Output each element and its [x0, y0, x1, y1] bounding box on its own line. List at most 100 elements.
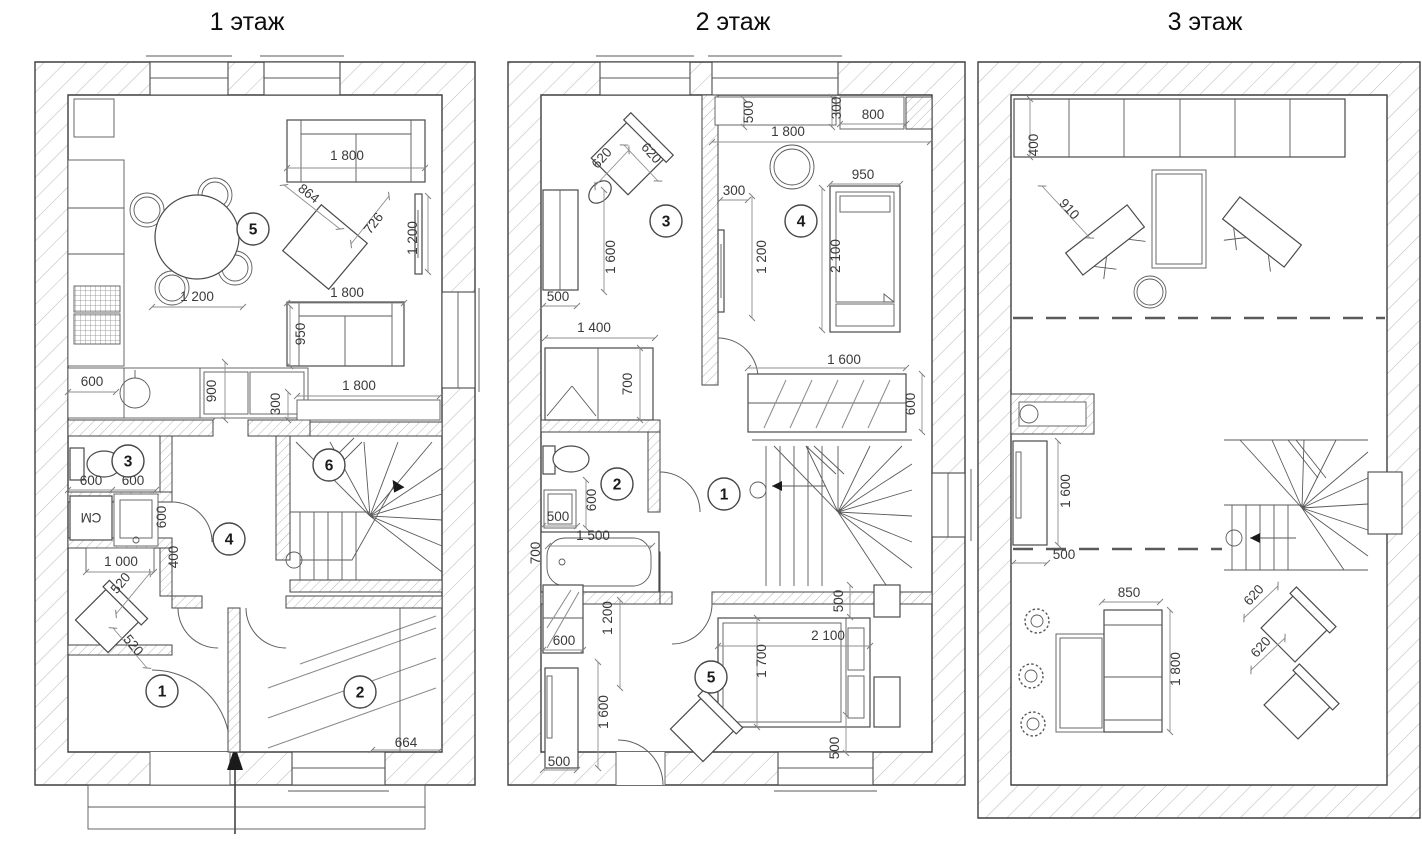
porch-steps — [87, 784, 426, 830]
dimension-lines — [64, 164, 444, 754]
floor-plan-2: 2 этаж — [507, 8, 972, 792]
desk — [1012, 440, 1048, 546]
tv-panel — [414, 193, 423, 275]
chair-icon — [158, 274, 186, 302]
tv-panel — [717, 229, 725, 313]
dim-label: 864 — [295, 181, 322, 207]
dim-label: 600 — [903, 393, 918, 416]
bed — [829, 185, 901, 333]
pouf — [1133, 275, 1167, 309]
dim-label: 1 200 — [754, 240, 769, 274]
sofa — [1103, 609, 1163, 733]
wardrobe-hatched — [542, 584, 584, 654]
stair-direction-arrow — [392, 479, 405, 493]
closet — [544, 347, 654, 421]
armchair — [1263, 663, 1340, 740]
dim-label: 600 — [154, 506, 169, 529]
dim-label: 2 100 — [811, 628, 845, 643]
dim-label: 800 — [862, 107, 885, 122]
sofa — [286, 119, 426, 183]
staircase — [1224, 439, 1369, 571]
dim-label: 500 — [741, 101, 756, 124]
chair — [769, 144, 815, 190]
svg-text:5: 5 — [707, 670, 716, 687]
dim-label: 1 600 — [596, 695, 611, 729]
utility-sink — [113, 493, 159, 547]
toilet-icon — [542, 445, 590, 475]
dim-label: 1 500 — [576, 528, 610, 543]
entrance-arrow-icon — [227, 746, 243, 770]
dim-label: 1 800 — [330, 148, 364, 163]
room-number-badge — [343, 675, 377, 709]
chair-icon — [133, 196, 161, 224]
dim-label: 500 — [547, 289, 570, 304]
dim-label: 500 — [827, 737, 842, 760]
dim-label: 1 600 — [827, 352, 861, 367]
dim-label: 620 — [1241, 582, 1267, 609]
armchair — [669, 688, 744, 763]
svg-text:3: 3 — [124, 454, 133, 471]
room-number-badge — [694, 660, 728, 694]
floor-title: 2 этаж — [696, 8, 771, 36]
staircase — [285, 437, 443, 580]
dim-label: 600 — [80, 473, 103, 488]
nightstand — [873, 584, 901, 618]
svg-text:2: 2 — [356, 685, 365, 702]
dim-label: 300 — [829, 97, 844, 120]
dining-set — [129, 177, 253, 306]
stair-direction-arrow — [1250, 533, 1260, 543]
dim-label: 950 — [293, 323, 308, 346]
svg-text:6: 6 — [325, 458, 334, 475]
rug — [1055, 633, 1107, 733]
svg-text:3: 3 — [662, 214, 671, 231]
room-numbers: 1 2 3 4 5 6 — [111, 212, 377, 709]
lounge-chair — [1221, 196, 1303, 272]
floor-title: 1 этаж — [210, 8, 285, 36]
svg-text:5: 5 — [249, 222, 258, 239]
dim-label: 700 — [528, 542, 543, 565]
dim-label: 1 800 — [1168, 652, 1183, 686]
rug — [1151, 169, 1207, 269]
room-number-badge — [145, 674, 179, 708]
dim-label: 850 — [1118, 585, 1141, 600]
lounge-chair — [1064, 204, 1146, 280]
dim-label: 1 000 — [104, 554, 138, 569]
svg-text:4: 4 — [225, 532, 234, 549]
room-number-badge — [312, 448, 346, 482]
dim-label: 950 — [852, 167, 875, 182]
dim-label: 1 200 — [600, 601, 615, 635]
dim-label: 500 — [1053, 547, 1076, 562]
dim-label: 500 — [831, 590, 846, 613]
dim-label: 600 — [584, 489, 599, 512]
svg-text:4: 4 — [797, 214, 806, 231]
dim-label: 1 400 — [577, 320, 611, 335]
shelf — [296, 399, 441, 421]
svg-text:1: 1 — [720, 487, 729, 504]
dim-label: 910 — [1056, 196, 1082, 223]
stove-icon — [73, 285, 121, 313]
appliance-label: СМ — [81, 510, 102, 525]
washing-machine — [69, 495, 113, 541]
dim-label: 1 200 — [180, 289, 214, 304]
armchair — [1260, 586, 1337, 663]
niche — [1367, 471, 1403, 535]
kitchen-counter — [67, 98, 309, 419]
stair-direction-arrow — [772, 481, 782, 491]
dim-label: 1 200 — [405, 221, 420, 255]
dimension-labels: 1 800 864 726 1 200 1 200 1 800 950 600 … — [80, 148, 420, 750]
shelf-hatched — [1010, 393, 1095, 435]
window — [596, 55, 972, 792]
room-number-badge — [649, 204, 683, 238]
dim-label: 300 — [723, 183, 746, 198]
dim-label: 1 800 — [330, 285, 364, 300]
dim-label: 1 700 — [754, 644, 769, 678]
dim-label: 1 800 — [771, 124, 805, 139]
dimension-lines — [1009, 95, 1286, 736]
dim-label: 726 — [361, 210, 387, 237]
room-number-badge — [784, 204, 818, 238]
dimension-lines — [539, 93, 934, 774]
dim-label: 600 — [81, 374, 104, 389]
nightstand — [873, 676, 901, 728]
dim-label: 1 600 — [1058, 474, 1073, 508]
